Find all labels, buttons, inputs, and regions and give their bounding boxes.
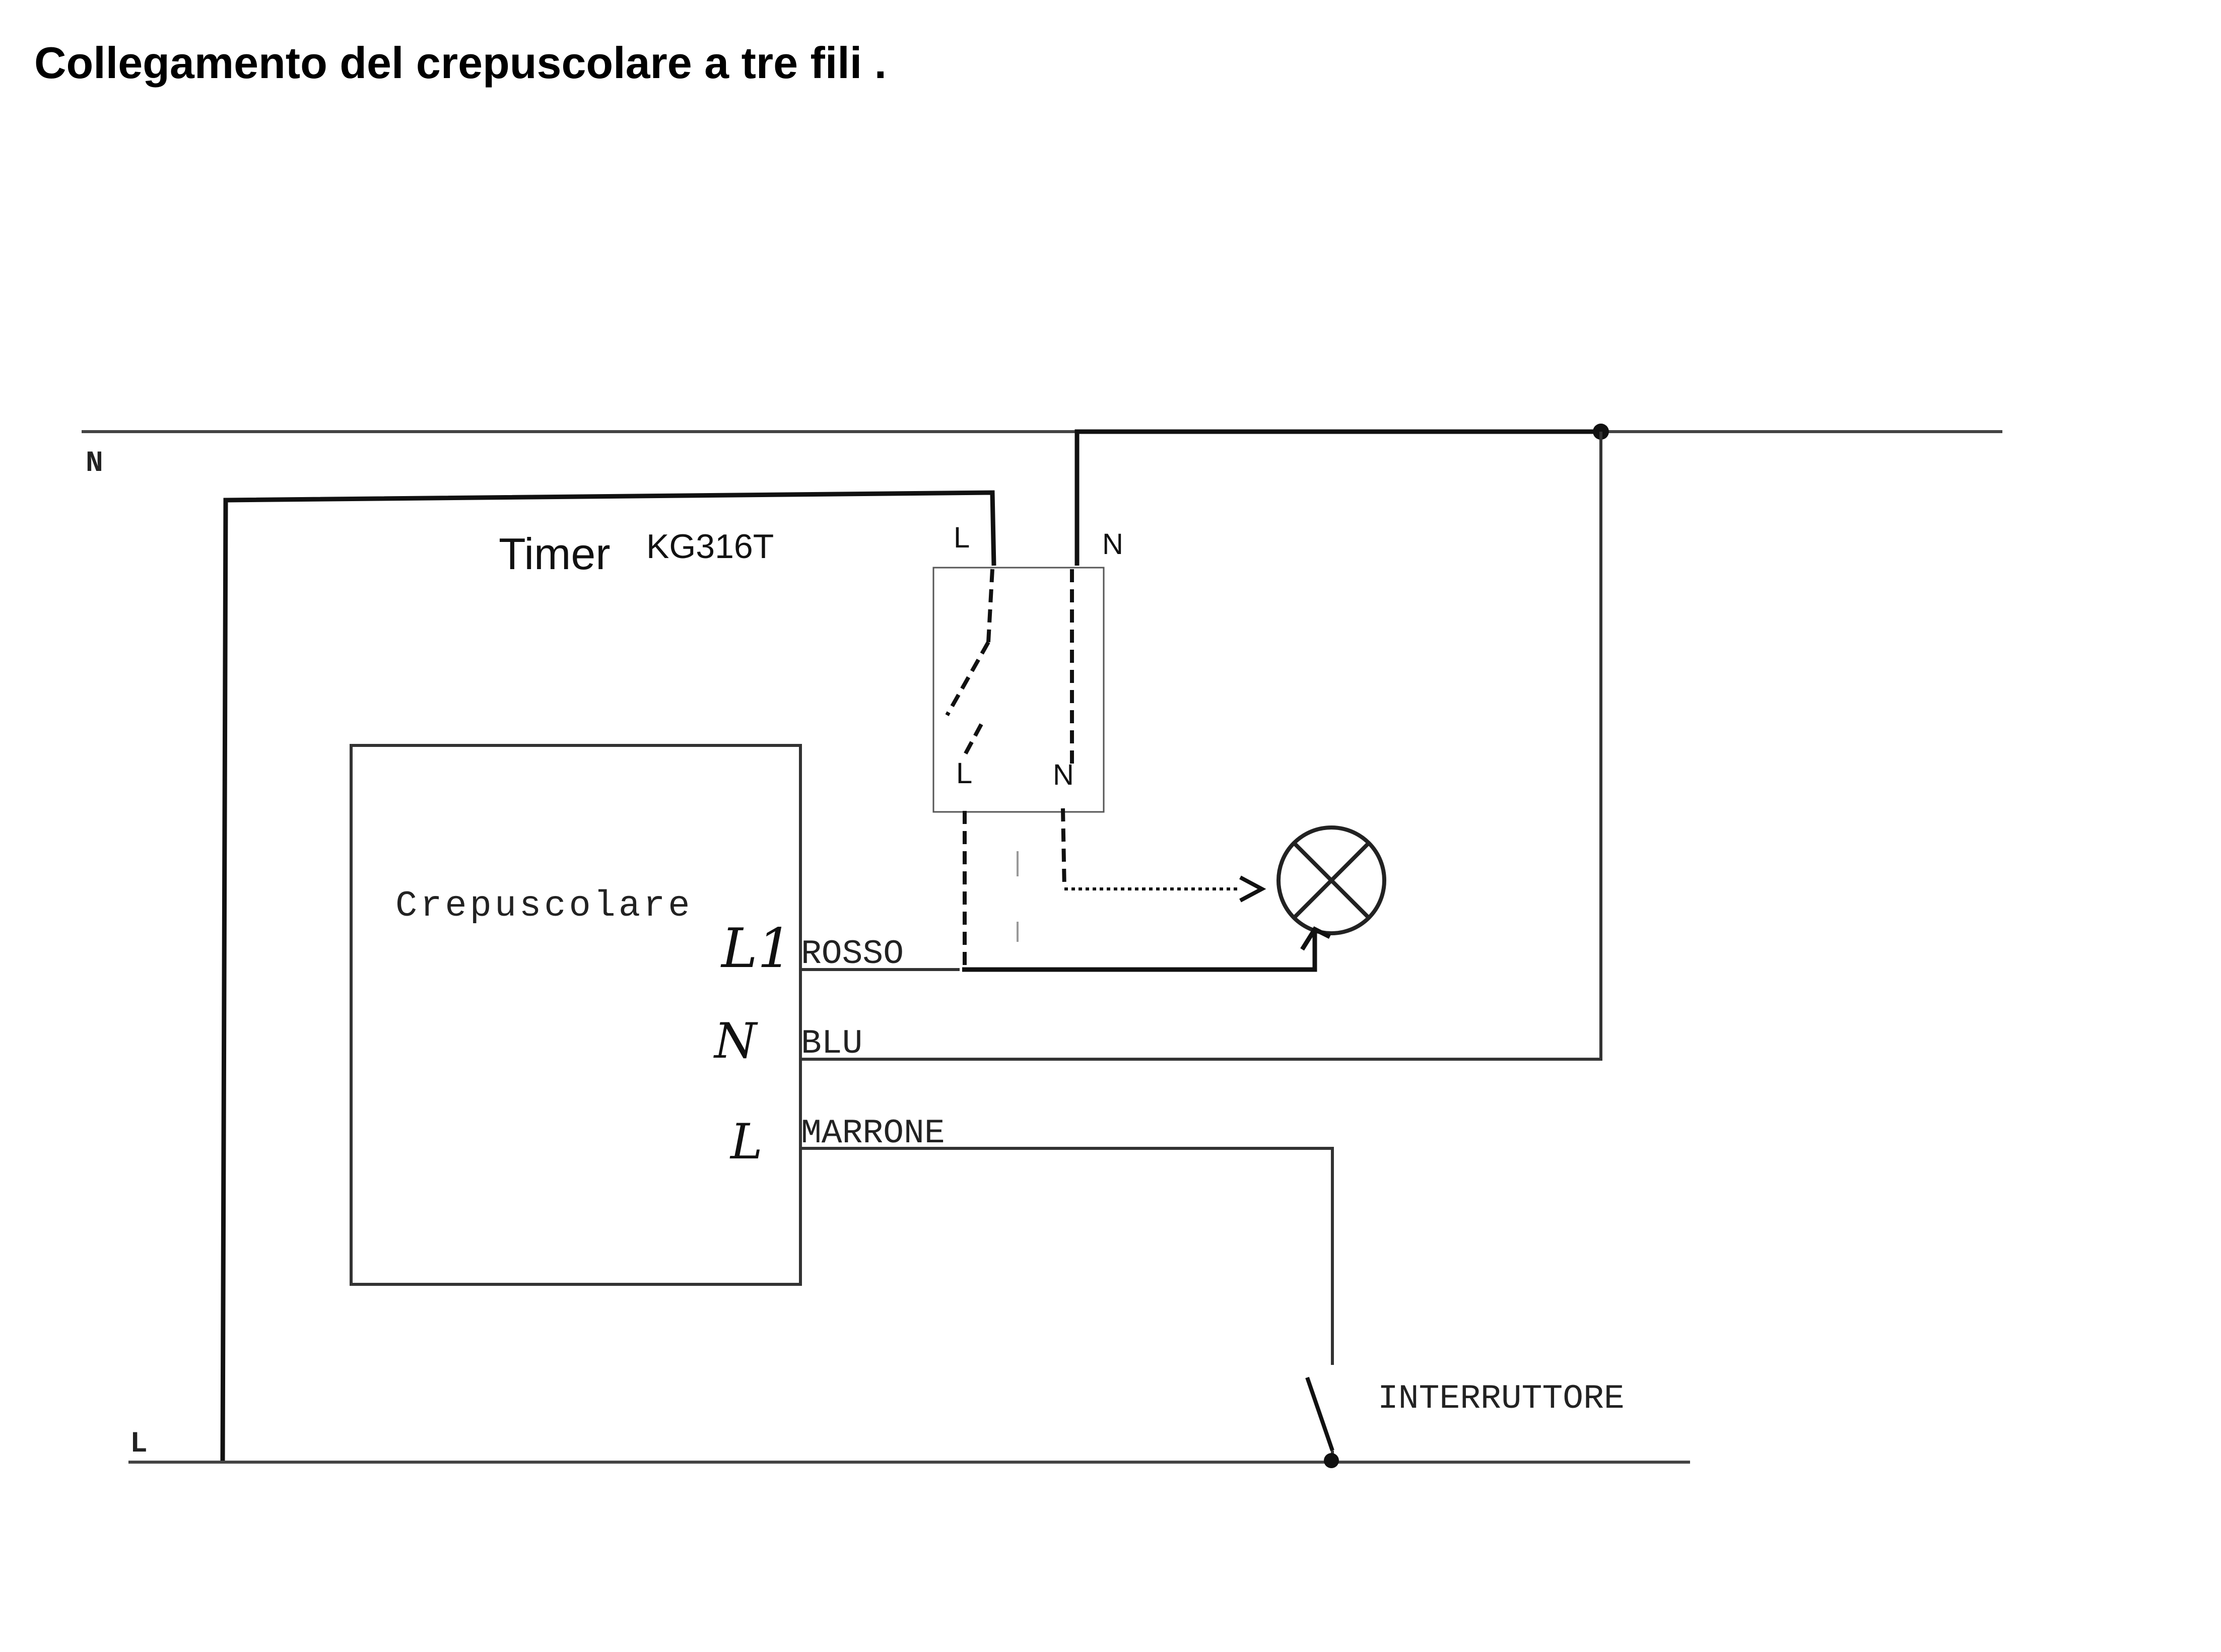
timer-live-feed-wire bbox=[220, 490, 996, 1461]
terminal-l1-mark: L1 bbox=[720, 917, 792, 980]
timer-n-output-wire bbox=[1061, 808, 1066, 889]
crepuscolare-label: Crepuscolare bbox=[395, 885, 693, 927]
timer-model-label: KG316T bbox=[646, 527, 774, 566]
timer-box bbox=[932, 567, 1105, 813]
timer-l-contact-lower bbox=[961, 723, 983, 759]
neutral-return-wire bbox=[801, 432, 1602, 1061]
timer-top-l-label: L bbox=[954, 521, 970, 554]
rosso-to-lamp-wire bbox=[962, 929, 1317, 972]
timer-switch-blade bbox=[945, 641, 990, 716]
switch-blade bbox=[1305, 1376, 1334, 1452]
lamp-neutral-arrowhead bbox=[1239, 875, 1266, 903]
terminal-n-mark: N bbox=[713, 1013, 758, 1069]
timer-bottom-l-label: L bbox=[956, 757, 972, 790]
wire-blu-label: BLU bbox=[801, 1024, 862, 1063]
switch-label: INTERRUTTORE bbox=[1378, 1380, 1625, 1418]
timer-neutral-feed-wire bbox=[1074, 429, 1602, 566]
wire-marrone-label: MARRONE bbox=[801, 1114, 945, 1153]
rosso-lamp-arrowhead bbox=[1300, 926, 1331, 951]
timer-l-contact-upper bbox=[986, 569, 994, 643]
timer-top-n-label: N bbox=[1102, 528, 1123, 561]
neutral-bus-label: N bbox=[86, 447, 103, 480]
lamp-icon bbox=[1276, 825, 1386, 935]
timer-label: Timer bbox=[499, 529, 611, 579]
terminal-l-mark: L bbox=[729, 1114, 763, 1170]
wire-rosso-label: ROSSO bbox=[801, 935, 904, 974]
crepuscolare-box bbox=[350, 744, 802, 1286]
live-bus-label: L bbox=[130, 1428, 148, 1461]
page-title: Collegamento del crepuscolare a tre fili… bbox=[34, 38, 887, 88]
timer-bottom-n-label: N bbox=[1053, 759, 1074, 791]
switch-junction-dot bbox=[1324, 1453, 1339, 1468]
marrone-to-switch-wire bbox=[801, 1147, 1334, 1365]
